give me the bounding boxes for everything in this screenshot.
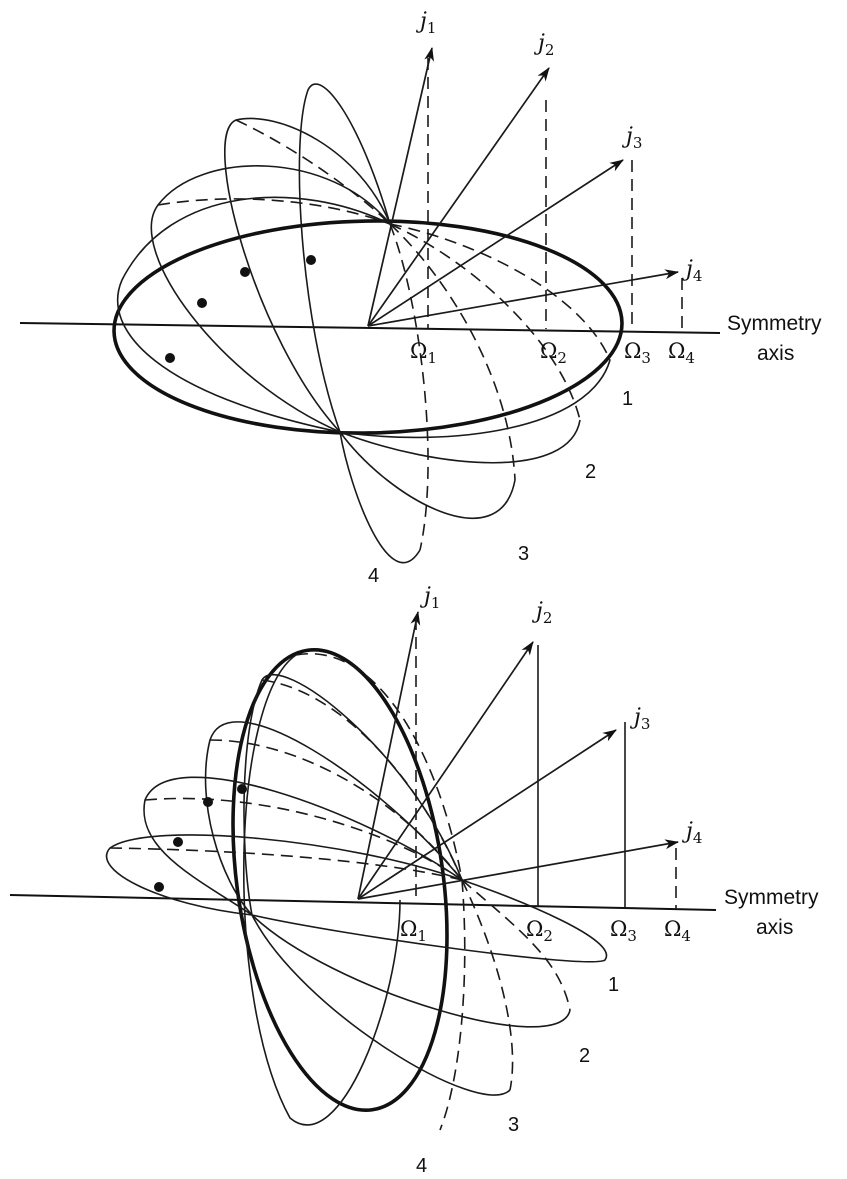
orbit-3-back (295, 652, 463, 881)
orbit-back-dash (209, 739, 463, 881)
orbit-1 (112, 219, 624, 435)
orbit-2 (117, 196, 611, 439)
orbit-point (165, 353, 175, 363)
symmetry-axis-line (9, 894, 717, 911)
label-j3: j3 (629, 705, 650, 733)
label-j2: j2 (533, 31, 554, 59)
label-omega-3: Ω3 (610, 917, 637, 945)
orbit-3-lobe (204, 721, 514, 1096)
label-j1: j1 (415, 9, 436, 37)
orbit-number-4: 4 (416, 1155, 427, 1177)
orbit-number-3: 3 (518, 543, 529, 565)
axis-label-line2: axis (757, 342, 794, 365)
orbit-1 (105, 834, 608, 963)
label-j2: j2 (531, 599, 552, 627)
orbit-number-1: 1 (608, 974, 619, 996)
axis-label-line1: Symmetry (727, 312, 822, 335)
symmetry-axis-line (19, 322, 721, 334)
orbit-point (237, 784, 247, 794)
orbit-number-4: 4 (368, 565, 379, 587)
orbit-number-1: 1 (622, 388, 633, 410)
orbit-4 (224, 117, 516, 520)
orbit-4 (231, 648, 449, 1112)
axis-label-line1: Symmetry (724, 886, 819, 909)
orbit-point (240, 267, 250, 277)
orbit-back-dash (144, 797, 463, 881)
vector-j2 (367, 67, 550, 327)
orbit-number-2: 2 (579, 1045, 590, 1067)
label-j4: j4 (681, 257, 702, 285)
orbit-back-dash (109, 847, 463, 881)
label-omega-1: Ω1 (410, 339, 437, 367)
orbit-point (154, 882, 164, 892)
vector-j4 (357, 839, 679, 900)
orbit-back-dash (157, 198, 391, 225)
top-panel: j1 j2 j3 j4 Ω1 Ω2 Ω3 Ω4 Symmetry axis 1 … (19, 9, 822, 587)
orbit-2 (143, 776, 571, 1028)
orbit-4-outer (298, 83, 429, 564)
orbit-back-dash (235, 119, 391, 225)
orbit-3 (242, 654, 401, 1126)
label-omega-1: Ω1 (400, 917, 427, 945)
orbit-number-3: 3 (508, 1114, 519, 1136)
orbit-point (203, 797, 213, 807)
orbit-point (173, 837, 183, 847)
orbit-number-2: 2 (585, 461, 596, 483)
label-omega-2: Ω2 (540, 339, 567, 367)
vector-j2 (357, 641, 534, 900)
orbit-point (306, 255, 316, 265)
label-omega-4: Ω4 (668, 339, 695, 367)
axis-label-line2: axis (756, 916, 793, 939)
vector-j4 (367, 269, 679, 327)
vector-j1 (367, 47, 434, 327)
label-j3: j3 (621, 124, 642, 152)
label-omega-4: Ω4 (664, 917, 691, 945)
orbit-3 (150, 165, 581, 464)
vector-j3 (367, 159, 624, 327)
label-omega-2: Ω2 (526, 917, 553, 945)
label-j4: j4 (681, 819, 702, 847)
label-j1: j1 (419, 584, 440, 612)
label-omega-3: Ω3 (624, 339, 651, 367)
vector-j1 (357, 611, 421, 900)
orbit-point (197, 298, 207, 308)
bottom-panel: j1 j2 j3 j4 Ω1 Ω2 Ω3 Ω4 Symmetry axis 1 … (9, 584, 819, 1177)
vector-j3 (357, 729, 617, 900)
